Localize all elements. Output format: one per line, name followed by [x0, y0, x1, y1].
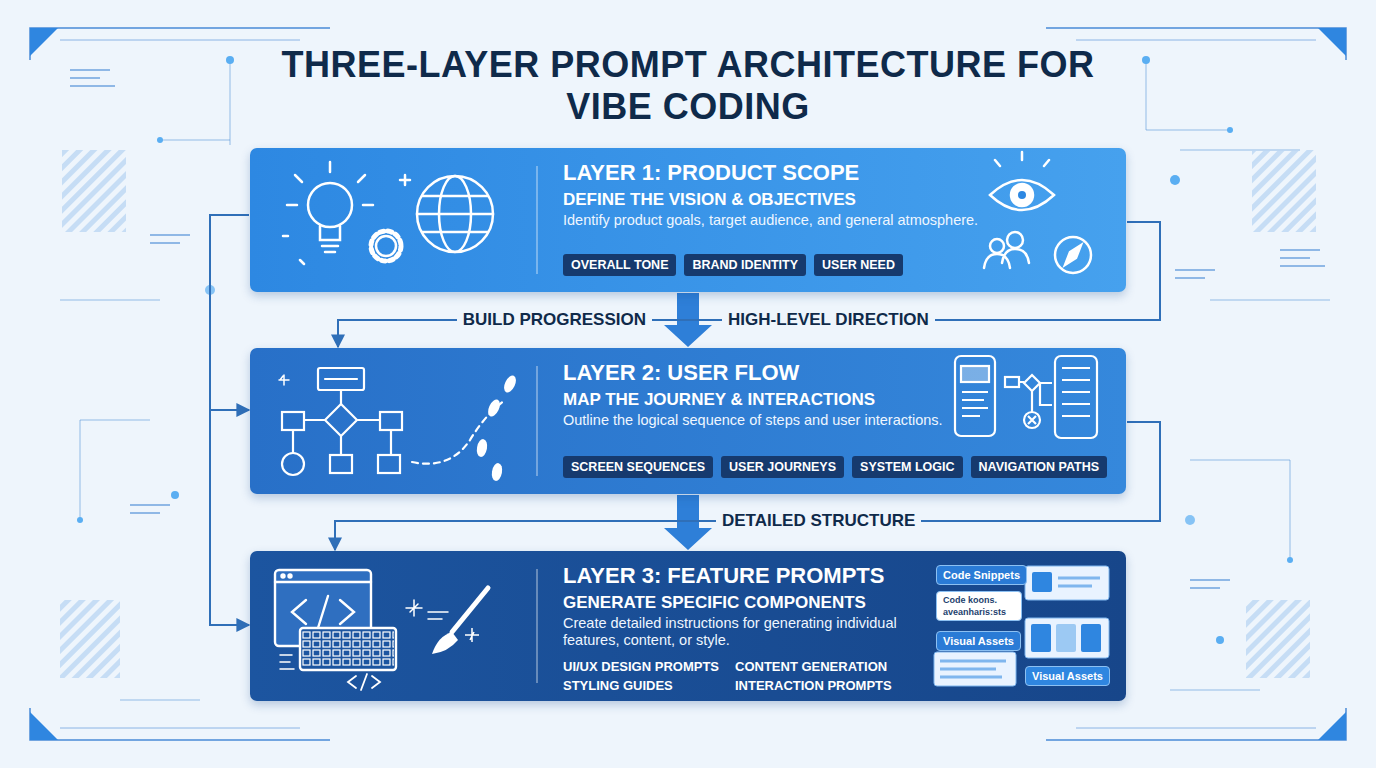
- feature-tag: UI/UX DESIGN PROMPTS: [563, 659, 719, 675]
- flow-arrow: [664, 495, 712, 550]
- band-fill: [250, 148, 1126, 292]
- flow-label: HIGH-LEVEL DIRECTION: [722, 309, 935, 331]
- layer-band: LAYER 2: USER FLOW MAP THE JOURNEY & INTE…: [250, 348, 1126, 494]
- layer-subheading: DEFINE THE VISION & OBJECTIVES: [563, 189, 856, 210]
- asset-label: Visual Assets: [1032, 669, 1103, 683]
- layer-band: LAYER 1: PRODUCT SCOPE DEFINE THE VISION …: [250, 148, 1126, 292]
- tag-label: SCREEN SEQUENCES: [571, 459, 705, 475]
- connector-line: [210, 215, 249, 410]
- tag-box: NAVIGATION PATHS: [971, 456, 1108, 478]
- tag-box: SCREEN SEQUENCES: [563, 456, 713, 478]
- connector-line: [335, 422, 1160, 550]
- text-lines-deco: [70, 70, 1325, 588]
- tag-box: USER JOURNEYS: [721, 456, 844, 478]
- layer-subheading: MAP THE JOURNEY & INTERACTIONS: [563, 389, 875, 410]
- connector-line: [210, 215, 249, 625]
- layer-subheading: GENERATE SPECIFIC COMPONENTS: [563, 592, 866, 613]
- tag-label: BRAND IDENTITY: [692, 257, 798, 273]
- diagram-title: THREE-LAYER PROMPT ARCHITECTURE FOR VIBE…: [248, 44, 1128, 128]
- feature-tag: STYLING GUIDES: [563, 678, 673, 694]
- layer-description: Create detailed instructions for generat…: [563, 615, 943, 649]
- band-fill: [250, 551, 1126, 701]
- layer-heading: LAYER 3: FEATURE PROMPTS: [563, 563, 884, 589]
- layer-band: LAYER 3: FEATURE PROMPTS GENERATE SPECIFI…: [250, 551, 1126, 701]
- asset-box: Visual Assets: [936, 631, 1021, 651]
- feature-tag: INTERACTION PROMPTS: [735, 678, 892, 694]
- footprints: [476, 374, 519, 482]
- asset-label: Code koons. aveanharis:sts: [943, 594, 1015, 618]
- asset-box: Code Snippets: [936, 565, 1027, 585]
- asset-box: Code koons. aveanharis:sts: [936, 591, 1022, 621]
- layer-description: Identify product goals, target audience,…: [563, 212, 993, 229]
- tag-box: OVERALL TONE: [563, 254, 676, 276]
- asset-label: Code Snippets: [943, 568, 1020, 582]
- phone-icons: [955, 356, 1097, 438]
- tag-box: SYSTEM LOGIC: [852, 456, 962, 478]
- tag-label: USER NEED: [822, 257, 895, 273]
- tag-box: BRAND IDENTITY: [684, 254, 806, 276]
- tag-label: NAVIGATION PATHS: [979, 459, 1100, 475]
- flow-label: BUILD PROGRESSION: [457, 309, 652, 331]
- flow-label: DETAILED STRUCTURE: [716, 510, 921, 532]
- connector-line: [338, 222, 1160, 347]
- band-fill: [250, 348, 1126, 494]
- tag-box: USER NEED: [814, 254, 903, 276]
- layer-description: Outline the logical sequence of steps an…: [563, 412, 953, 429]
- layer-heading: LAYER 1: PRODUCT SCOPE: [563, 160, 859, 186]
- asset-label: Visual Assets: [943, 634, 1014, 648]
- code-icons: [275, 570, 448, 690]
- brush-icon: [432, 588, 488, 654]
- asset-cards: [934, 566, 1109, 686]
- layer-heading: LAYER 2: USER FLOW: [563, 360, 799, 386]
- tag-label: SYSTEM LOGIC: [860, 459, 954, 475]
- tag-label: OVERALL TONE: [571, 257, 668, 273]
- asset-box: Visual Assets: [1025, 666, 1110, 686]
- tag-label: USER JOURNEYS: [729, 459, 836, 475]
- feature-tag: CONTENT GENERATION: [735, 659, 887, 675]
- frame-lines: [30, 28, 1346, 740]
- flow-icons: [279, 368, 505, 475]
